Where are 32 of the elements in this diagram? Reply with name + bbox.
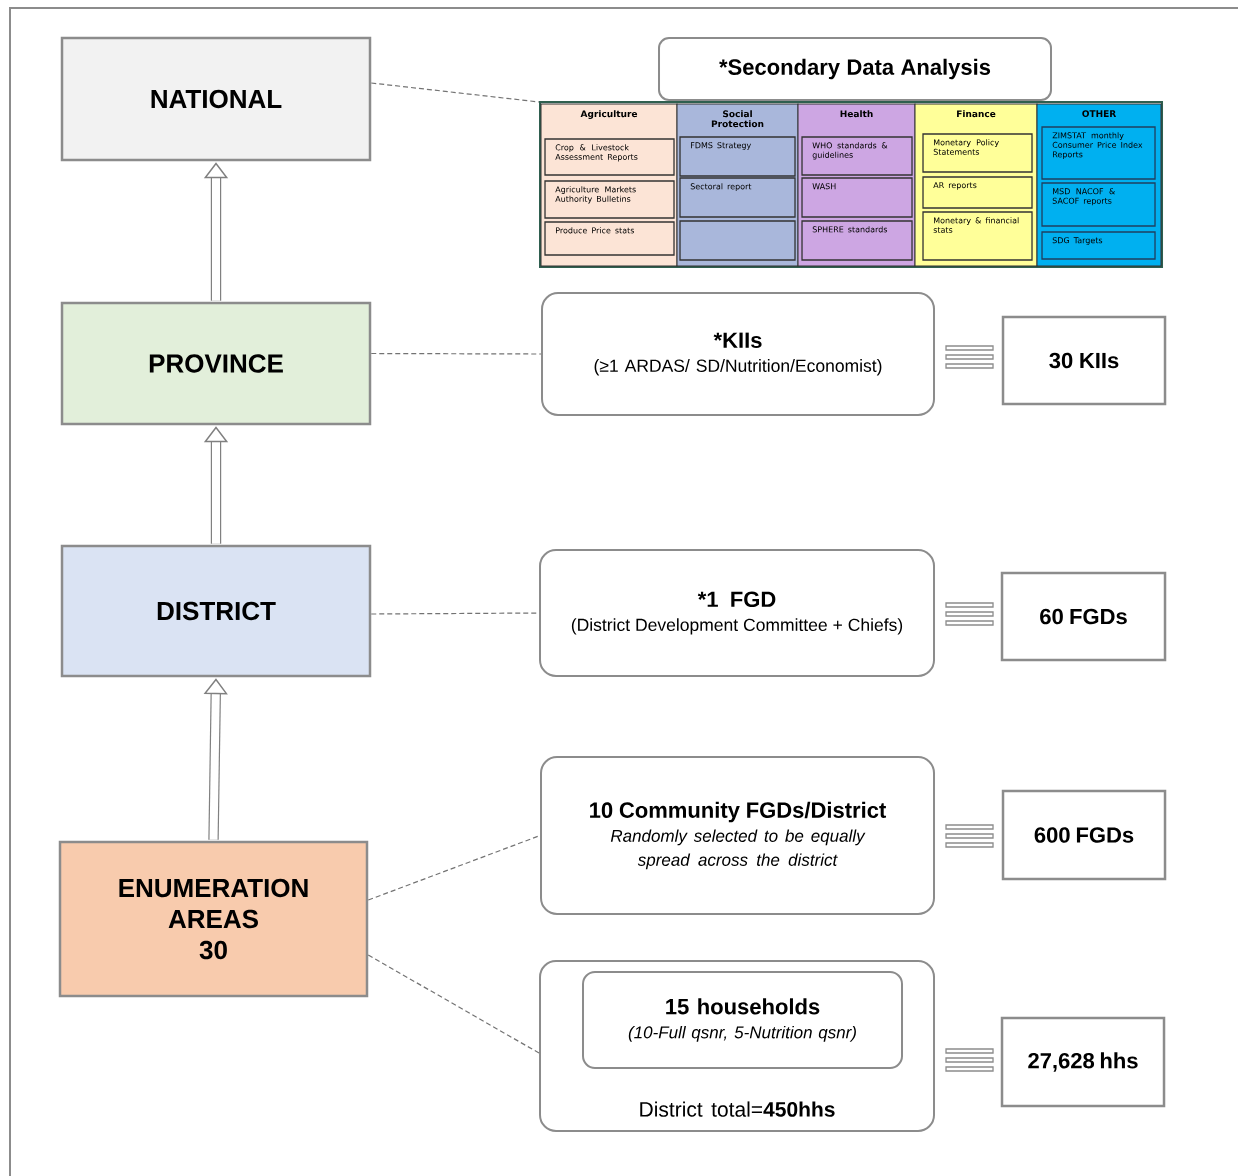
method-box: 10 Community FGDs/District Randomly selected to be equally spread across the district bbox=[540, 756, 935, 915]
total-box: 60 FGDs bbox=[1000, 571, 1167, 662]
level-box: NATIONAL bbox=[60, 36, 372, 162]
level-box: DISTRICT bbox=[60, 544, 372, 678]
total-box: 600 FGDs bbox=[1001, 789, 1167, 881]
source-cell: Crop & Livestock Assessment Reports bbox=[544, 138, 675, 176]
source-cell: SPHERE standards bbox=[801, 220, 913, 261]
block-arrow bbox=[203, 678, 228, 840]
source-cell: FDMS Strategy bbox=[679, 136, 796, 177]
total-box: 27,628 hhs bbox=[1000, 1016, 1166, 1108]
connector-line bbox=[370, 352, 542, 355]
source-cell: Produce Price stats bbox=[544, 221, 675, 256]
level-box: ENUMERATION AREAS 30 bbox=[58, 840, 369, 998]
source-cell: Monetary & financial stats bbox=[922, 211, 1033, 261]
connector-line bbox=[370, 82, 540, 103]
source-cell: WHO standards & guidelines bbox=[801, 136, 913, 176]
source-cell bbox=[679, 220, 796, 261]
source-cell: Sectoral report bbox=[679, 177, 796, 218]
source-cell: ZIMSTAT monthly Consumer Price Index Reports bbox=[1041, 126, 1156, 180]
source-cell: MSD NACOF & SACOF reports bbox=[1041, 182, 1156, 227]
source-cell: AR reports bbox=[922, 176, 1033, 209]
connector-line bbox=[367, 954, 540, 1054]
method-box: 15 households (10-Full qsnr, 5-Nutrition qsnr) bbox=[582, 971, 903, 1069]
source-cell: Agriculture Markets Authority Bulletins bbox=[544, 180, 675, 219]
method-box: *Secondary Data Analysis bbox=[658, 37, 1052, 101]
method-box: *1 FGD (District Development Committee + Chiefs) bbox=[539, 549, 935, 677]
level-box: PROVINCE bbox=[60, 301, 372, 426]
total-box: 30 KIIs bbox=[1001, 315, 1167, 406]
source-cell: SDG Targets bbox=[1041, 231, 1156, 260]
method-box: *KIIs (≥1 ARDAS/ SD/Nutrition/Economist) bbox=[541, 292, 935, 416]
source-cell: Monetary Policy Statements bbox=[922, 133, 1033, 173]
source-cell: WASH bbox=[801, 177, 913, 218]
